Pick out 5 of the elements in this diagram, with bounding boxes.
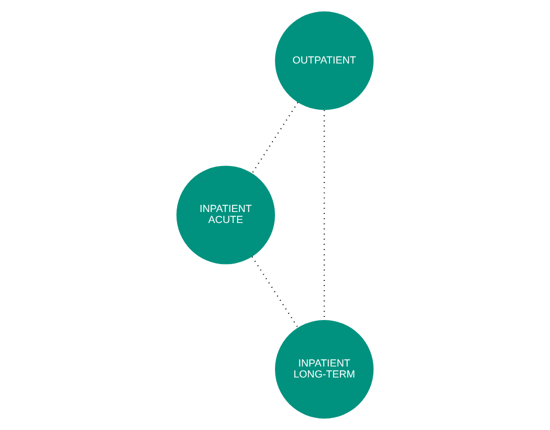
connector <box>252 256 298 328</box>
connector <box>252 102 298 174</box>
node-circle: INPATIENT LONG-TERM <box>275 320 374 419</box>
node-circle: INPATIENT ACUTE <box>176 166 275 264</box>
node-circle: OUTPATIENT <box>275 11 374 110</box>
